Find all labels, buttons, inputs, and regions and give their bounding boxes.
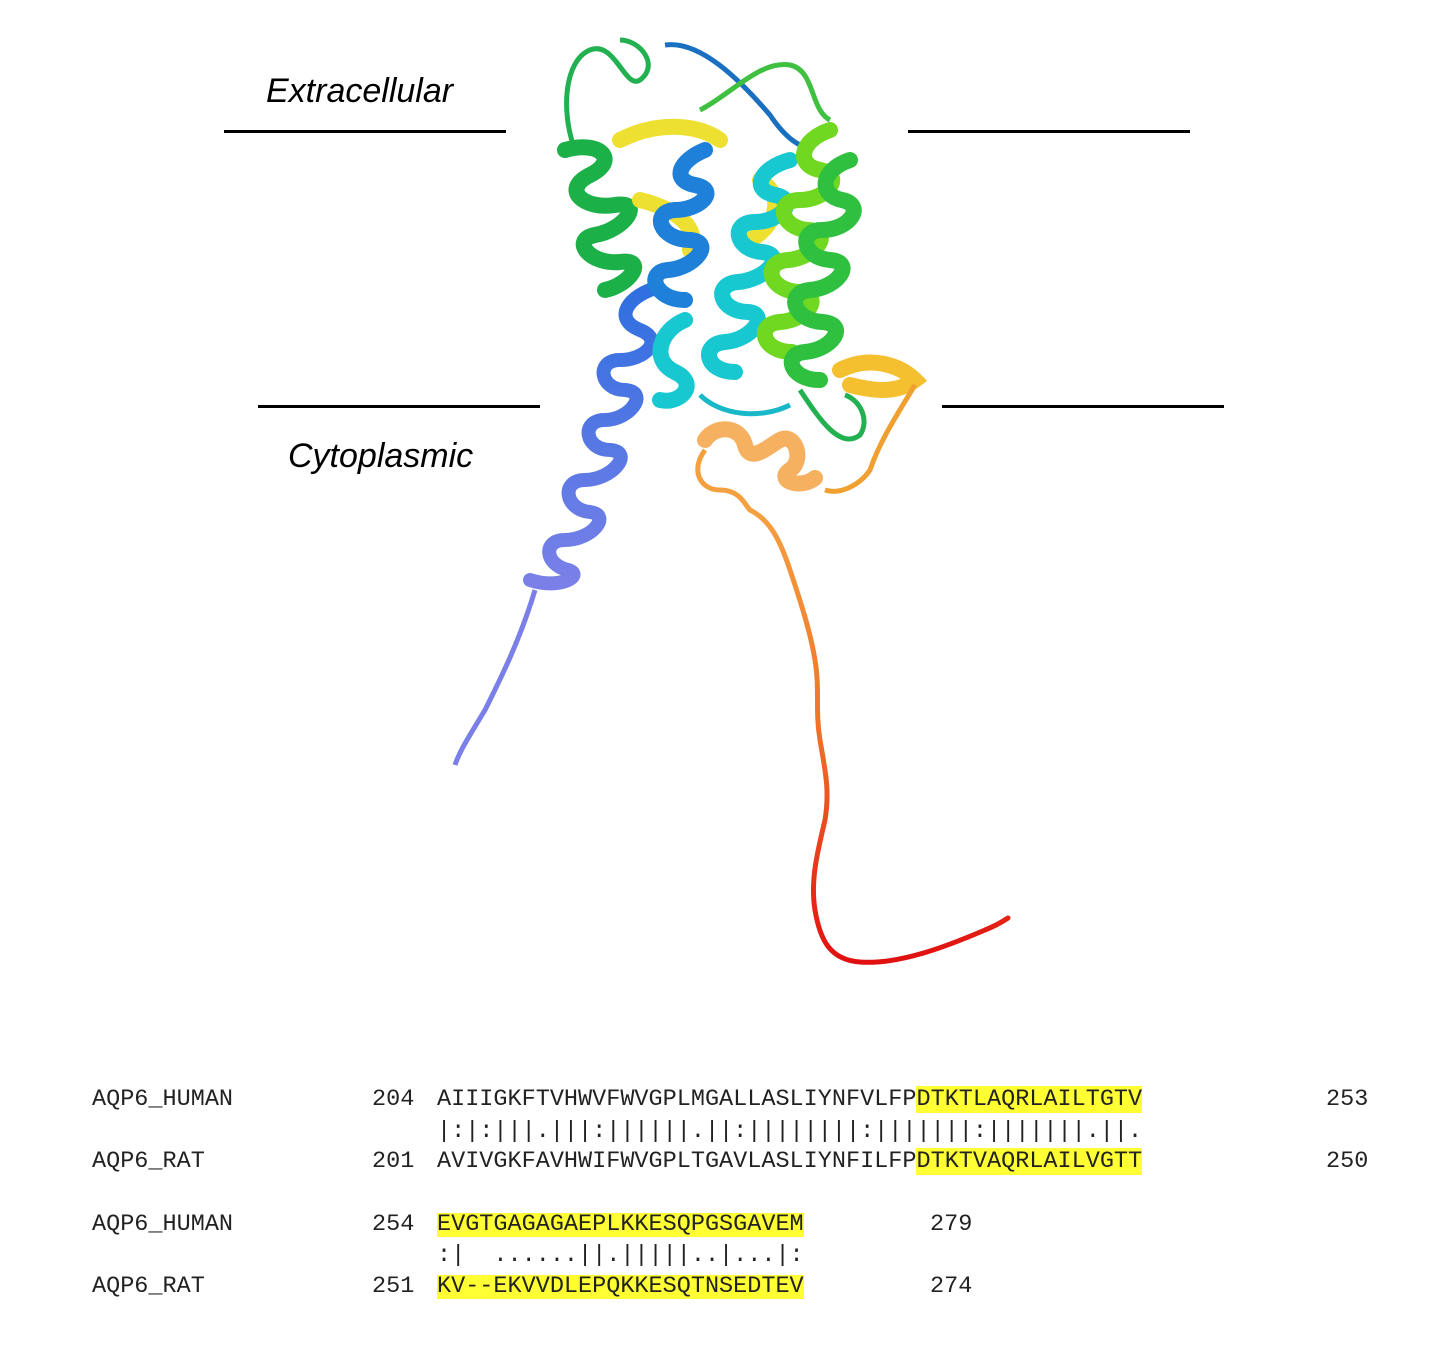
block2-human-sequence: EVGTGAGAGAEPLKKESQPGSGAVEM xyxy=(437,1211,804,1238)
loop-green-right xyxy=(698,62,832,123)
extracellular-label: Extracellular xyxy=(266,72,454,110)
helix-blue-center xyxy=(647,142,715,308)
block1-human-seq-highlight: DTKTLAQRLAILTGTV xyxy=(916,1086,1143,1113)
helix-green-right xyxy=(783,152,862,388)
block1-rat-name: AQP6_RAT xyxy=(92,1148,205,1175)
membrane-line-cytoplasmic-left xyxy=(258,405,540,408)
helix-green-left xyxy=(557,139,643,298)
block1-match-line: |:|:|||.|||:||||||.||:||||||||:|||||||:|… xyxy=(437,1118,1143,1145)
protein-ribbon-structure xyxy=(452,37,1011,965)
c-terminal-tail xyxy=(747,507,1011,965)
helix-yellow-orange xyxy=(832,354,928,398)
membrane-line-extracellular-right xyxy=(908,130,1190,133)
block1-human-sequence: AIIIGKFTVHWVFWVGPLMGALLASLIYNFVLFPDTKTLA… xyxy=(437,1086,1143,1113)
block2-rat-sequence: KV--EKVVDLEPQKKESQTNSEDTEV xyxy=(437,1273,804,1300)
loop-blue xyxy=(664,42,802,148)
loop-green-bottom xyxy=(797,388,867,442)
helix-n-terminal xyxy=(523,283,659,591)
block1-human-name: AQP6_HUMAN xyxy=(92,1086,234,1113)
block2-human-end: 279 xyxy=(930,1211,973,1238)
loop-orange-left xyxy=(695,448,752,512)
membrane-line-extracellular-left xyxy=(224,130,506,133)
membrane-line-cytoplasmic-right xyxy=(942,405,1224,408)
loop-cyan-bottom xyxy=(698,393,792,417)
block1-human-end: 253 xyxy=(1326,1086,1369,1113)
cytoplasmic-label: Cytoplasmic xyxy=(288,437,474,475)
block2-match-line: :| ......||.|||||..|...|: xyxy=(437,1242,804,1269)
block2-rat-start: 251 xyxy=(372,1273,415,1300)
alignment-block-1: AQP6_HUMAN 204 AIIIGKFTVHWVFWVGPLMGALLAS… xyxy=(0,0,1368,1175)
block2-human-start: 254 xyxy=(372,1211,415,1238)
loop-green xyxy=(564,37,651,151)
block1-rat-end: 250 xyxy=(1326,1148,1369,1175)
block2-human-name: AQP6_HUMAN xyxy=(92,1211,234,1238)
block2-rat-name: AQP6_RAT xyxy=(92,1273,205,1300)
block1-rat-seq-highlight: DTKTVAQRLAILVGTT xyxy=(916,1148,1143,1175)
alignment-block-2: AQP6_HUMAN 254 EVGTGAGAGAEPLKKESQPGSGAVE… xyxy=(0,0,972,1299)
loop-orange xyxy=(824,383,918,494)
block1-rat-start: 201 xyxy=(372,1148,415,1175)
block1-rat-sequence: AVIVGKFAVHWIFWVGPLTGAVLASLIYNFILFPDTKTVA… xyxy=(437,1148,1143,1175)
block1-rat-seq-plain: AVIVGKFAVHWIFWVGPLTGAVLASLIYNFILFP xyxy=(437,1148,917,1175)
block2-rat-end: 274 xyxy=(930,1273,973,1300)
block1-human-seq-plain: AIIIGKFTVHWVFWVGPLMGALLASLIYNFVLFP xyxy=(437,1086,917,1113)
helix-orange xyxy=(697,421,823,492)
n-terminal-tail xyxy=(452,589,538,766)
block1-human-start: 204 xyxy=(372,1086,415,1113)
